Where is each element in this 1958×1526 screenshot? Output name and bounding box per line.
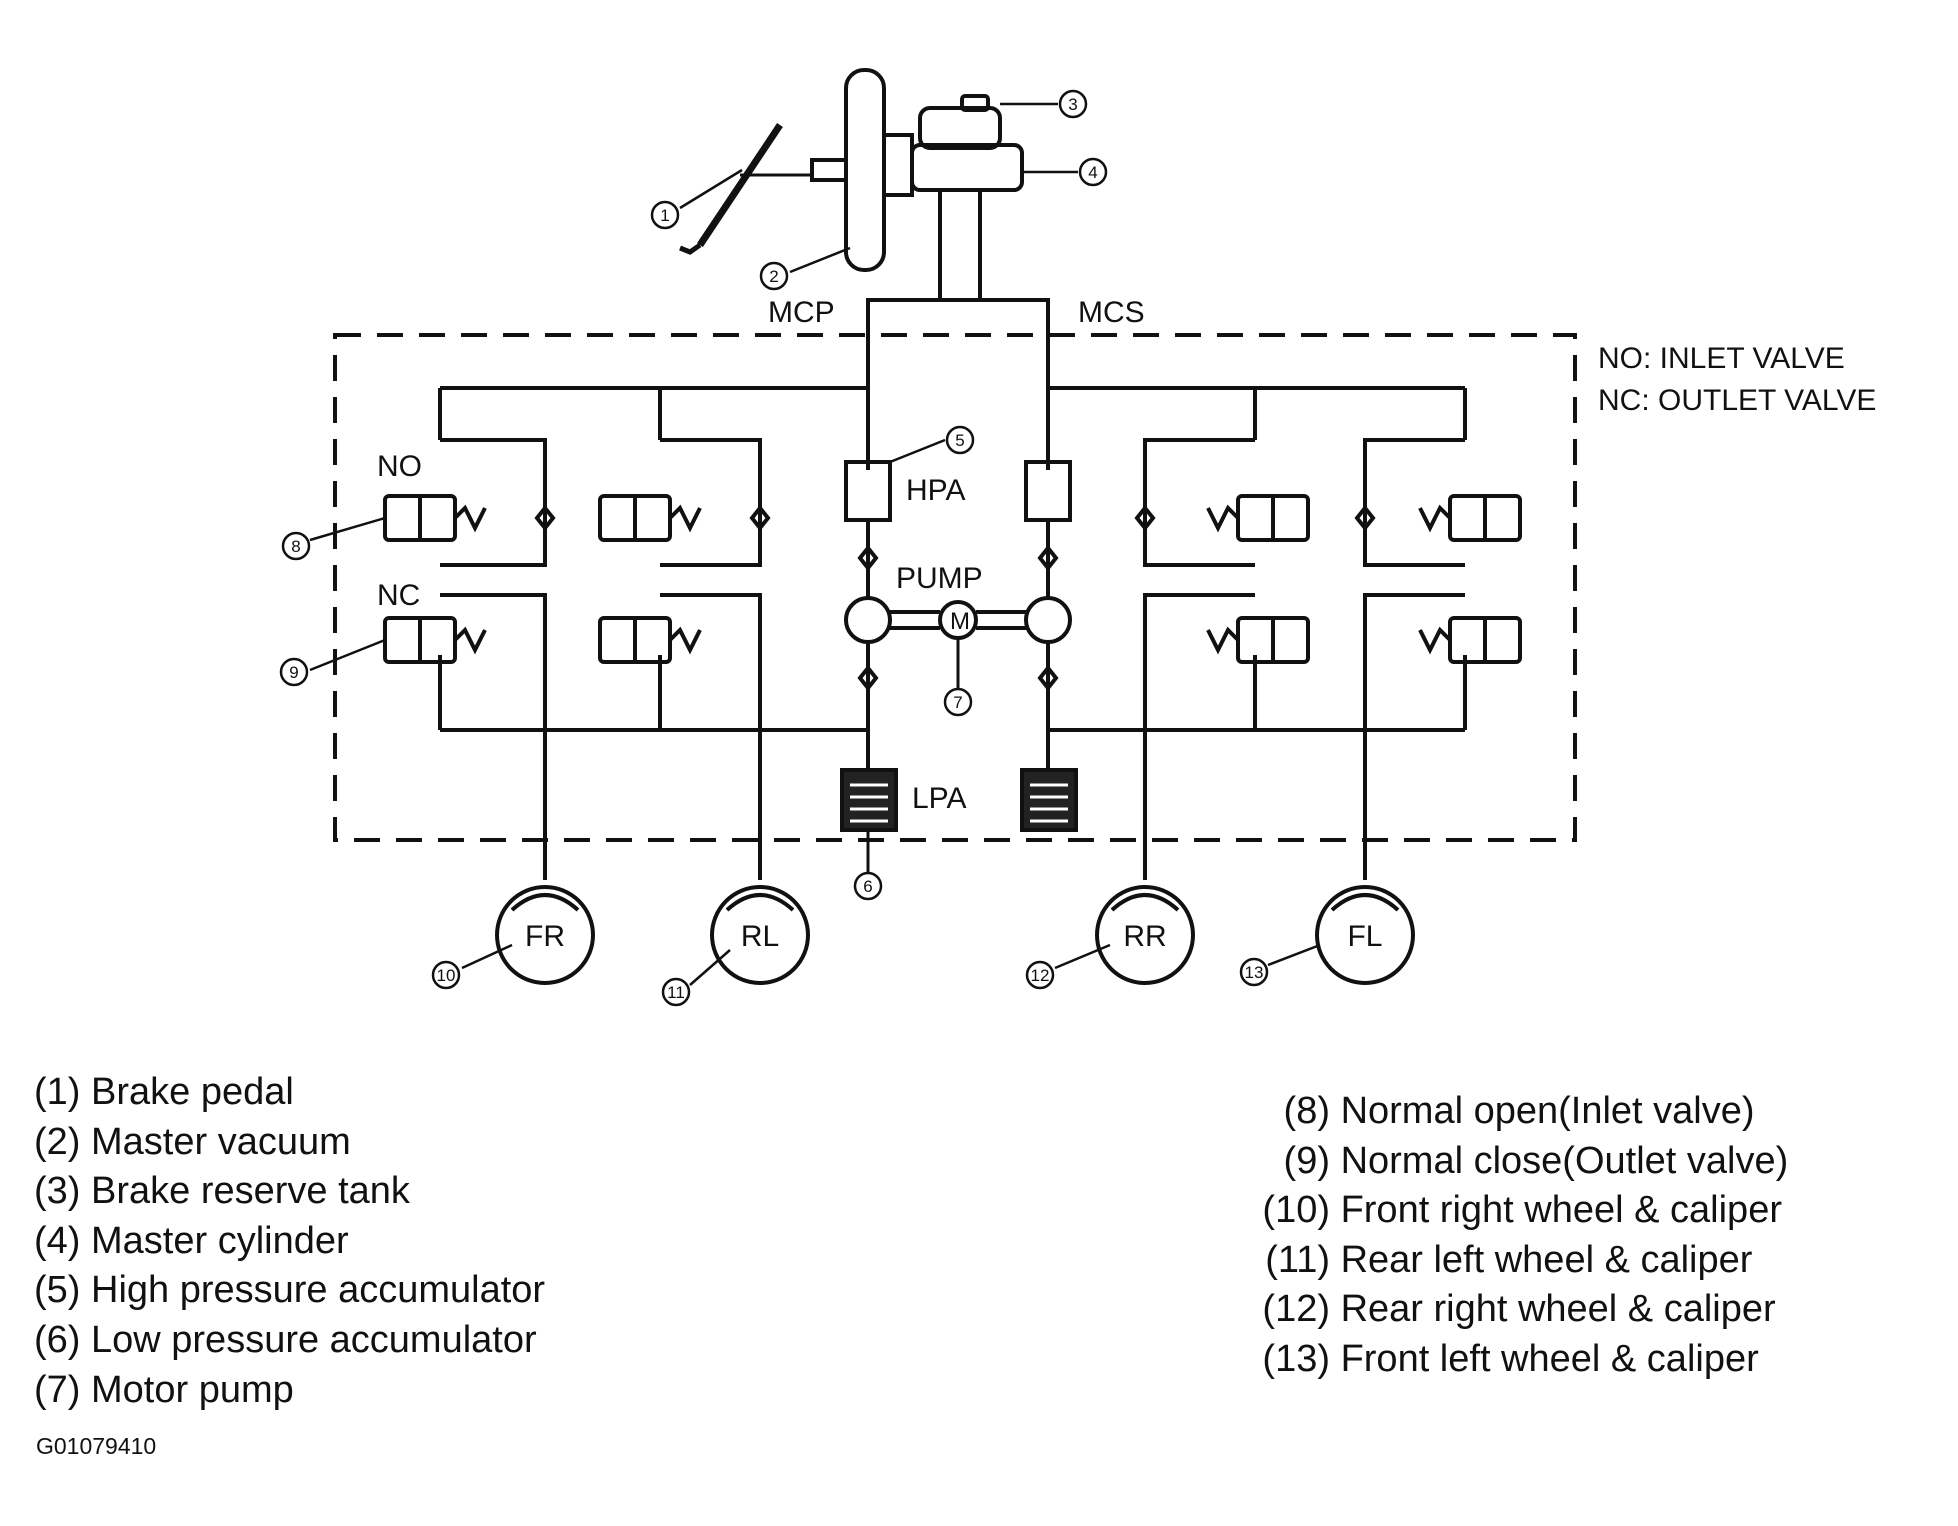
- wheel-fr-label: FR: [525, 920, 565, 953]
- motor-pump: [844, 596, 1072, 688]
- legend-key: (9): [1283, 1139, 1330, 1182]
- label-lpa: LPA: [912, 782, 966, 815]
- label-mcs: MCS: [1078, 296, 1145, 329]
- valve-rr-no: [1206, 494, 1310, 542]
- legend-item: (11) Rear left wheel & caliper: [1240, 1236, 1788, 1286]
- label-hpa: HPA: [906, 474, 965, 507]
- wheel-rl-label: RL: [741, 920, 779, 953]
- legend-item: (5) High pressure accumulator: [34, 1269, 546, 1312]
- wheel-rr-label: RR: [1123, 920, 1166, 953]
- callout-6: 6: [863, 877, 872, 896]
- wheel-rl: [710, 885, 810, 985]
- valve-note-outlet: NC: OUTLET VALVE: [1598, 384, 1876, 417]
- legend-item: (7) Motor pump: [34, 1368, 294, 1411]
- hydraulic-lines: [438, 386, 1467, 880]
- valve-note-inlet: NO: INLET VALVE: [1598, 342, 1845, 375]
- hydraulic-unit-boundary: [333, 333, 1577, 842]
- legend-key: (8): [1283, 1090, 1330, 1132]
- callout-1: 1: [660, 206, 669, 225]
- hpa-left: [844, 460, 892, 522]
- brake-reserve-tank: [918, 94, 1002, 150]
- valve-fl-nc: [1418, 616, 1522, 664]
- legend-item: (1) Brake pedal: [34, 1071, 294, 1113]
- valve-rl-no: [598, 494, 702, 542]
- valve-rr-nc: [1206, 616, 1310, 664]
- legend-text: Rear left wheel & caliper: [1340, 1238, 1753, 1281]
- callout-12: 12: [1031, 966, 1050, 985]
- valve-rl-nc: [598, 616, 702, 664]
- label-pump: PUMP: [896, 562, 983, 595]
- brake-pedal: [679, 123, 810, 255]
- callout-numbers: 1 2 3 4 5 6 7 8 9 10 11 12 13: [289, 95, 1263, 1002]
- legend-key: (11): [1265, 1238, 1330, 1281]
- legend-item: (12) Rear right wheel & caliper: [1240, 1285, 1788, 1335]
- legend-item: (6) Low pressure accumulator: [34, 1318, 537, 1361]
- callout-8: 8: [291, 537, 300, 556]
- legend-left: (1) Brake pedal (2) Master vacuum (3) Br…: [34, 1068, 545, 1415]
- callout-5: 5: [955, 431, 964, 450]
- callout-leaders: [309, 102, 1321, 986]
- wheel-rr: [1095, 885, 1195, 985]
- legend-item: (3) Brake reserve tank: [34, 1170, 410, 1213]
- master-vacuum: [810, 68, 914, 272]
- callout-13: 13: [1245, 963, 1264, 982]
- label-no: NO: [377, 450, 422, 483]
- legend-key: (12): [1262, 1288, 1330, 1331]
- label-mcp: MCP: [768, 296, 835, 329]
- callout-10: 10: [437, 966, 456, 985]
- legend-text: Normal open(Inlet valve): [1340, 1090, 1755, 1132]
- legend-text: Front left wheel & caliper: [1340, 1337, 1759, 1380]
- valve-fr-nc: [383, 616, 487, 664]
- legend-text: Rear right wheel & caliper: [1340, 1288, 1776, 1331]
- legend-item: (9) Normal close(Outlet valve): [1240, 1137, 1789, 1187]
- callout-9: 9: [289, 663, 298, 682]
- label-motor: M: [950, 608, 970, 635]
- legend-item: (4) Master cylinder: [34, 1219, 349, 1262]
- legend-item: (13) Front left wheel & caliper: [1240, 1335, 1788, 1385]
- hpa-right: [1024, 460, 1072, 522]
- wheel-fl-label: FL: [1347, 920, 1382, 953]
- legend-item: (2) Master vacuum: [34, 1120, 351, 1163]
- legend-key: (13): [1262, 1337, 1330, 1380]
- callout-2: 2: [769, 267, 778, 286]
- legend-item: (8) Normal open(Inlet valve): [1240, 1087, 1788, 1137]
- callout-3: 3: [1068, 95, 1077, 114]
- lpa-right: [1020, 768, 1078, 832]
- master-lines: [866, 298, 1050, 420]
- callout-markers: [279, 89, 1269, 1007]
- legend-key: (10): [1262, 1189, 1330, 1232]
- valve-fl-no: [1418, 494, 1522, 542]
- wheel-fr: [495, 885, 595, 985]
- master-cylinder: [910, 143, 1024, 302]
- legend-item: (10) Front right wheel & caliper: [1240, 1186, 1788, 1236]
- legend-right: (8) Normal open(Inlet valve) (9) Normal …: [1240, 1087, 1788, 1385]
- legend-text: Front right wheel & caliper: [1340, 1189, 1782, 1232]
- figure-id: G01079410: [36, 1433, 157, 1459]
- callout-7: 7: [953, 693, 962, 712]
- callout-11: 11: [667, 983, 685, 1002]
- lpa-left: [840, 768, 898, 832]
- callout-4: 4: [1088, 163, 1097, 182]
- label-nc: NC: [377, 579, 420, 612]
- wheel-fl: [1315, 885, 1415, 985]
- check-valves: [534, 504, 1376, 692]
- legend-text: Normal close(Outlet valve): [1340, 1139, 1789, 1182]
- valve-fr-no: [383, 494, 487, 542]
